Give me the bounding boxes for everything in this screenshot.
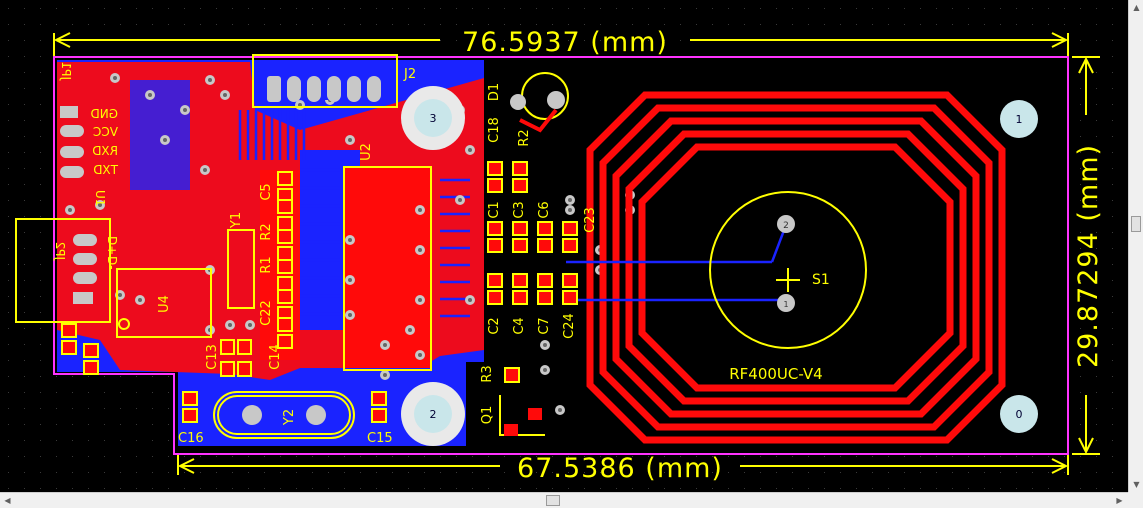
designator-s1: S1 <box>812 272 830 288</box>
svg-text:C5: C5 <box>259 183 274 200</box>
svg-text:TXD: TXD <box>93 163 119 177</box>
svg-text:C2: C2 <box>487 317 502 334</box>
designator-y2: Y2 <box>282 409 297 426</box>
designator-y1: Y1 <box>229 212 244 229</box>
scroll-right-icon[interactable]: ▶ <box>1116 496 1123 505</box>
designator-u1: U1 <box>93 190 107 206</box>
pcb-layout[interactable]: 76.5937 (mm) 67.5386 (mm) 29.87294 (mm) … <box>0 0 1128 492</box>
svg-text:2: 2 <box>783 221 789 231</box>
connector-jp2-labels: D+ D- <box>105 236 119 270</box>
antenna-coil <box>586 91 1006 444</box>
svg-text:C3: C3 <box>512 201 527 218</box>
connector-jp1-labels: GND VCC RXD TXD <box>90 107 119 177</box>
svg-text:2: 2 <box>430 408 437 421</box>
cap-array <box>61 161 578 423</box>
vertical-scroll-thumb[interactable] <box>1131 216 1141 232</box>
horizontal-scroll-thumb[interactable] <box>546 495 560 506</box>
designator-jp2: JP2 <box>53 242 67 261</box>
scroll-down-icon[interactable]: ▼ <box>1133 480 1140 489</box>
svg-text:R2: R2 <box>259 223 274 240</box>
top-dimension-label: 76.5937 (mm) <box>462 27 668 58</box>
switch-s1: 2 1 <box>709 191 867 349</box>
designator-c15: C15 <box>367 431 393 446</box>
scrollbar-corner <box>1128 492 1143 508</box>
svg-text:C24: C24 <box>562 313 577 339</box>
top-dimension <box>53 32 1069 58</box>
transistor-q1 <box>499 367 545 436</box>
mounting-hole-0: 0 <box>1000 395 1038 433</box>
vertical-scrollbar[interactable]: ▲ ▼ <box>1128 0 1143 492</box>
connector-jp1-pads <box>60 106 84 178</box>
chip-u2 <box>343 166 432 371</box>
crystal-y1 <box>227 229 255 309</box>
svg-text:C18: C18 <box>487 117 502 143</box>
scroll-left-icon[interactable]: ◀ <box>4 496 11 505</box>
svg-text:R1: R1 <box>259 256 274 273</box>
mounting-hole-1: 1 <box>1000 100 1038 138</box>
bottom-dimension <box>177 455 1069 475</box>
designator-u4: U4 <box>157 295 172 313</box>
svg-text:C23: C23 <box>583 207 598 233</box>
svg-text:C4: C4 <box>512 317 527 334</box>
svg-text:GND: GND <box>90 107 118 121</box>
svg-text:3: 3 <box>430 112 437 125</box>
designator-labels: C18 R2 C5 R2 R1 C22 C13 C14 C1 C3 C6 C23… <box>205 117 598 370</box>
right-dimension-label: 29.87294 (mm) <box>1073 144 1104 368</box>
svg-text:C1: C1 <box>487 201 502 218</box>
designator-u2: U2 <box>359 143 374 161</box>
pcb-canvas[interactable]: 76.5937 (mm) 67.5386 (mm) 29.87294 (mm) … <box>0 0 1128 492</box>
designator-c16: C16 <box>178 431 204 446</box>
scroll-up-icon[interactable]: ▲ <box>1133 3 1140 12</box>
svg-text:R2: R2 <box>517 129 532 146</box>
led-d1 <box>510 72 569 133</box>
svg-text:C7: C7 <box>537 317 552 334</box>
mounting-hole-2-left: 2 <box>401 382 465 446</box>
connector-jp2-pads <box>73 234 97 304</box>
svg-text:C6: C6 <box>537 201 552 218</box>
board-label: RF400UC-V4 <box>729 365 822 383</box>
svg-text:RXD: RXD <box>92 144 118 158</box>
svg-text:1: 1 <box>1016 113 1023 126</box>
connector-jp2-outline <box>15 218 111 323</box>
svg-text:C14: C14 <box>268 344 283 370</box>
svg-text:C22: C22 <box>259 300 274 326</box>
designator-d1: D1 <box>487 83 502 101</box>
crystal-y2 <box>213 391 355 439</box>
mounting-hole-3: 3 <box>401 86 465 150</box>
svg-text:D-: D- <box>105 256 119 270</box>
right-dimension <box>1072 56 1100 455</box>
svg-text:0: 0 <box>1016 408 1023 421</box>
svg-text:VCC: VCC <box>93 125 118 139</box>
trace-lines <box>238 110 470 318</box>
svg-text:D+: D+ <box>105 236 119 255</box>
svg-text:C13: C13 <box>205 344 220 370</box>
horizontal-scrollbar[interactable]: ◀ ▶ <box>0 492 1128 508</box>
designator-jp1: JP1 <box>59 62 73 81</box>
connector-j2 <box>252 54 398 108</box>
designator-q1: Q1 <box>480 406 495 425</box>
svg-text:1: 1 <box>783 300 788 309</box>
chip-u4 <box>116 268 212 338</box>
designator-r3: R3 <box>480 365 495 382</box>
designator-j2: J2 <box>403 67 416 82</box>
bottom-dimension-label: 67.5386 (mm) <box>517 453 723 484</box>
